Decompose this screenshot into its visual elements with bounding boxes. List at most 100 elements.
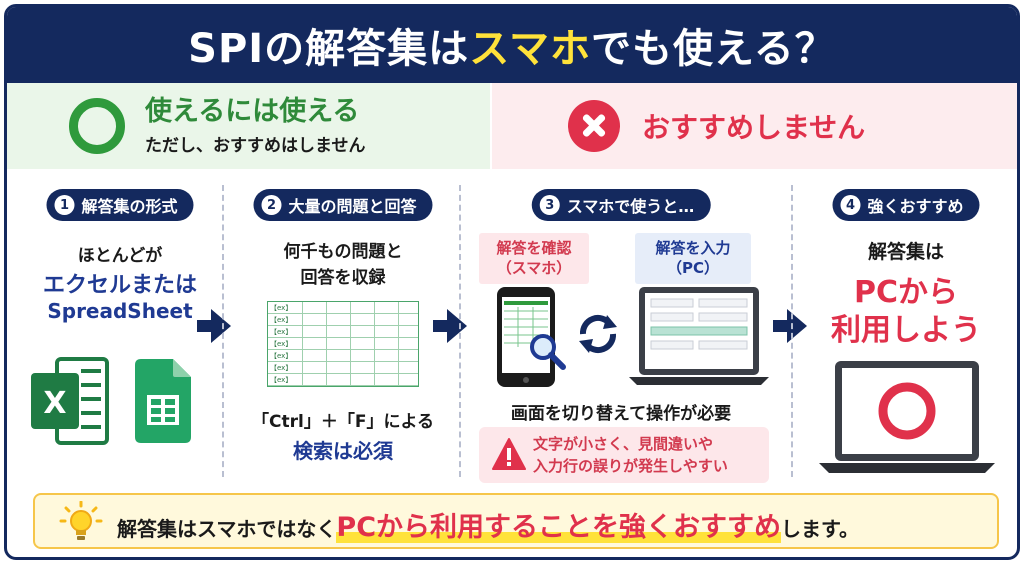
table-gridline <box>302 338 303 350</box>
table-gridline <box>326 374 327 386</box>
lightbulb-icon <box>59 501 103 540</box>
table-gridline <box>302 302 303 314</box>
verdict-ng-main: おすすめしません <box>642 111 866 144</box>
circle-ok-icon <box>878 382 936 440</box>
verdict-ok-sub: ただし、おすすめはしません <box>145 136 366 157</box>
table-gridline <box>374 350 375 362</box>
laptop-icon <box>819 361 995 473</box>
table-gridline <box>374 338 375 350</box>
tag-input-pc: 解答を入力 （PC） <box>635 233 751 284</box>
sheets-icon <box>135 359 191 443</box>
table-gridline <box>326 362 327 374</box>
table-gridline <box>302 350 303 362</box>
table-gridline <box>374 314 375 326</box>
table-gridline <box>398 374 399 386</box>
magnifier-icon <box>530 334 566 370</box>
column-separator <box>459 185 461 477</box>
page-title: SPIの解答集はスマホでも使える？ <box>188 26 836 72</box>
verdict-divider <box>490 83 492 169</box>
step-number: 1 <box>54 195 75 215</box>
step-number: 2 <box>261 195 282 215</box>
step-4-line3: 利用しよう <box>831 313 981 348</box>
table-gridline <box>350 338 351 350</box>
table-row: 【ex】 <box>268 326 418 338</box>
table-gridline <box>398 326 399 338</box>
bottom-banner: 解答集はスマホではなくPCから利用することを強くおすすめします。 <box>33 493 999 549</box>
table-gridline <box>398 314 399 326</box>
warning-icon <box>492 438 526 470</box>
warning-box: 文字が小さく、見間違いや 入力行の誤りが発生しやすい <box>479 427 769 483</box>
svg-text:X: X <box>43 386 66 421</box>
table-gridline <box>374 326 375 338</box>
column-separator <box>791 185 793 477</box>
table-gridline <box>326 302 327 314</box>
step-number: 3 <box>539 195 560 215</box>
table-gridline <box>350 350 351 362</box>
table-gridline <box>326 314 327 326</box>
step-1-line1: ほとんどが <box>77 246 163 266</box>
sync-icon <box>579 314 617 354</box>
table-cell: 【ex】 <box>270 352 293 360</box>
table-gridline <box>350 302 351 314</box>
table-gridline <box>302 314 303 326</box>
table-gridline <box>326 326 327 338</box>
table-gridline <box>398 362 399 374</box>
table-gridline <box>350 326 351 338</box>
arrow-right-icon <box>197 309 231 343</box>
table-gridline <box>302 374 303 386</box>
verdict-ng-panel: おすすめしません <box>492 83 1017 169</box>
column-separator <box>222 185 224 477</box>
step-4-line1: 解答集は <box>867 241 944 263</box>
table-gridline <box>302 362 303 374</box>
table-row: 【ex】 <box>268 302 418 314</box>
bottom-highlight: PCから利用することを強くおすすめ <box>336 512 782 543</box>
table-row: 【ex】 <box>268 314 418 326</box>
table-row: 【ex】 <box>268 350 418 362</box>
table-row: 【ex】 <box>268 362 418 374</box>
verdict-ok-main: 使えるには使える <box>145 95 360 127</box>
step-3-note: 画面を切り替えて操作が必要 <box>510 404 732 424</box>
table-gridline <box>350 374 351 386</box>
table-gridline <box>326 338 327 350</box>
table-cell: 【ex】 <box>270 340 293 348</box>
table-gridline <box>374 374 375 386</box>
table-cell: 【ex】 <box>270 328 293 336</box>
step-1-line2: エクセルまたは <box>42 273 197 298</box>
bottom-message: 解答集はスマホではなくPCから利用することを強くおすすめします。 <box>117 512 860 543</box>
laptop-icon <box>629 287 769 385</box>
table-gridline <box>398 350 399 362</box>
table-gridline <box>350 314 351 326</box>
step-2-line3: 「Ctrl」＋「F」による <box>252 412 434 432</box>
spreadsheet-preview: 【ex】【ex】【ex】【ex】【ex】【ex】【ex】 <box>267 301 419 387</box>
step-2-line1: 何千もの問題と <box>283 242 403 262</box>
table-gridline <box>350 362 351 374</box>
title-highlight: スマホ <box>469 26 591 72</box>
excel-icon: X <box>31 357 109 445</box>
table-cell: 【ex】 <box>270 304 293 312</box>
table-gridline <box>326 350 327 362</box>
table-gridline <box>374 302 375 314</box>
table-gridline <box>398 302 399 314</box>
warning-text: 文字が小さく、見間違いや 入力行の誤りが発生しやすい <box>533 435 728 475</box>
table-row: 【ex】 <box>268 374 418 386</box>
step-1-line3: SpreadSheet <box>47 299 193 323</box>
tag-check-smartphone: 解答を確認 （スマホ） <box>479 233 589 284</box>
arrow-right-icon <box>433 309 467 343</box>
step-2-line4: 検索は必須 <box>293 439 393 463</box>
table-gridline <box>374 362 375 374</box>
circle-ok-icon <box>69 98 125 154</box>
header: SPIの解答集はスマホでも使える？ <box>7 7 1017 83</box>
table-row: 【ex】 <box>268 338 418 350</box>
step-4-line2: PCから <box>853 275 958 310</box>
table-cell: 【ex】 <box>270 376 293 384</box>
step-number: 4 <box>840 195 861 215</box>
cross-icon <box>568 100 620 152</box>
table-cell: 【ex】 <box>270 364 293 372</box>
